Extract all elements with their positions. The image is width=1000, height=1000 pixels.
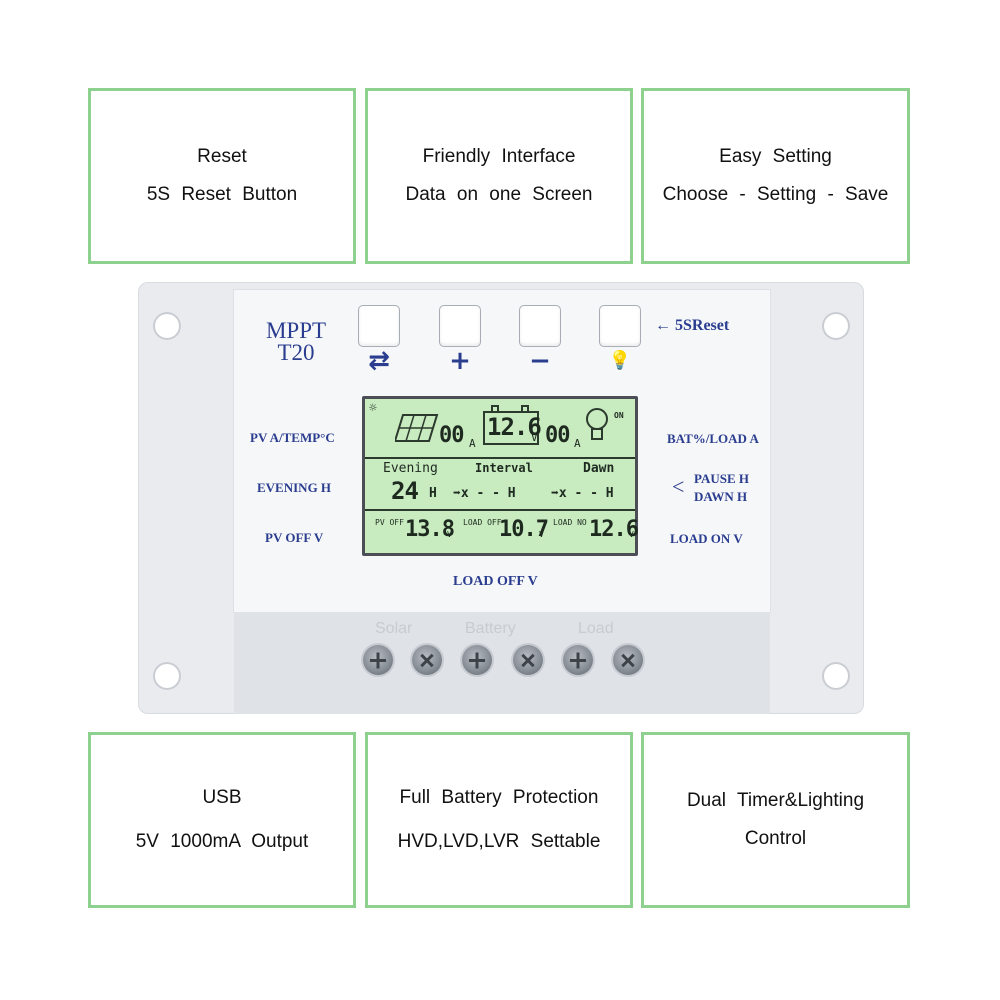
minus-icon: − [529,346,551,376]
load-on-value: 12.6 [589,517,639,542]
battery-voltage-unit: V [531,431,538,444]
feature-box-protection: Full Battery Protection HVD,LVD,LVR Sett… [365,732,633,908]
terminal-strip [234,612,770,714]
sun-icon: ☼ [369,401,377,416]
load-off-value: 10.7 [499,517,549,542]
terminal-screw-icon[interactable] [613,645,643,675]
load-off-unit: V [539,530,544,539]
feature-subtitle: 5V 1000mA Output [135,831,309,852]
mounting-hole-icon [153,312,181,340]
plus-button[interactable] [439,305,481,347]
lcd-load-off-label: LOAD OFF [463,518,502,527]
minus-button[interactable] [519,305,561,347]
feature-title: Reset [197,146,247,167]
load-on-unit: V [629,530,634,539]
bulb-icon [586,408,608,440]
lcd-evening-label: Evening [383,461,438,476]
dawn-label: DAWN H [694,489,748,504]
terminal-screw-icon[interactable] [563,645,593,675]
feature-title: Easy Setting [719,146,832,167]
terminal-screw-icon[interactable] [513,645,543,675]
solar-terminal-label: Solar [375,620,413,637]
feature-box-setting: Easy Setting Choose - Setting - Save [641,88,910,264]
lcd-display: ☼ 00 A 12.6 V 00 A ON Evening Interval D… [362,396,639,556]
pv-temp-label: PV A/TEMP°C [250,430,335,445]
feature-subtitle: HVD,LVD,LVR Settable [397,831,601,852]
battery-terminal-icon [491,405,499,411]
lcd-pv-off-label: PV OFF [375,518,404,527]
feature-title: Friendly Interface [422,146,576,167]
terminal-screw-icon[interactable] [412,645,442,675]
battery-terminal-icon [521,405,529,411]
load-on-label: LOAD ON V [670,531,743,546]
pv-off-value: 13.8 [405,517,455,542]
feature-subtitle: Control [744,828,807,849]
evening-label: EVENING H [257,480,332,495]
plus-icon: + [449,346,471,376]
battery-terminal-label: Battery [465,620,516,637]
solar-panel-icon [395,414,439,442]
terminal-screw-icon[interactable] [363,645,393,675]
switch-arrows-icon: ⇄ [368,346,390,376]
lcd-load-on-label: LOAD NO [553,518,587,527]
load-current-unit: A [574,437,581,450]
feature-title: Dual Timer&Lighting [686,790,865,811]
pause-label: PAUSE H [694,471,750,486]
lcd-divider [365,457,635,459]
menu-button[interactable] [358,305,400,347]
lcd-dawn-label: Dawn [583,461,615,476]
pv-off-unit: V [447,530,452,539]
feature-subtitle: Data on one Screen [405,184,593,205]
pv-current-unit: A [469,437,476,450]
load-terminal-label: Load [578,620,614,637]
feature-title: USB [202,787,242,808]
dawn-value: ➡x - - H [551,486,614,501]
reset-label: ← 5SReset [655,317,730,334]
load-off-label: LOAD OFF V [453,574,538,589]
mounting-hole-icon [153,662,181,690]
lcd-divider [365,509,635,511]
battery-icon [483,411,539,445]
terminal-screw-icon[interactable] [462,645,492,675]
pv-current-value: 00 [439,423,464,448]
feature-box-timer: Dual Timer&Lighting Control [641,732,910,908]
interval-value: ➡x - - H [453,486,516,501]
mounting-hole-icon [822,662,850,690]
feature-title: Full Battery Protection [399,787,599,808]
chevron-left-icon: < [672,474,685,499]
lcd-interval-label: Interval [475,461,533,475]
load-current-value: 00 [545,423,570,448]
evening-hours-unit: H [429,486,437,501]
feature-subtitle: Choose - Setting - Save [662,184,889,205]
evening-hours-value: 24 [391,477,419,505]
bat-load-label: BAT%/LOAD A [667,431,759,446]
light-button[interactable] [599,305,641,347]
model-name: MPPT T20 [265,318,327,365]
feature-box-reset: Reset 5S Reset Button [88,88,356,264]
feature-box-interface: Friendly Interface Data on one Screen [365,88,633,264]
mounting-hole-icon [822,312,850,340]
feature-subtitle: 5S Reset Button [146,184,298,205]
bulb-icon: 💡 [608,350,632,371]
pv-off-label: PV OFF V [265,530,324,545]
battery-voltage-value: 12.6 [487,413,542,441]
load-on-indicator: ON [614,411,624,420]
feature-box-usb: USB 5V 1000mA Output [88,732,356,908]
